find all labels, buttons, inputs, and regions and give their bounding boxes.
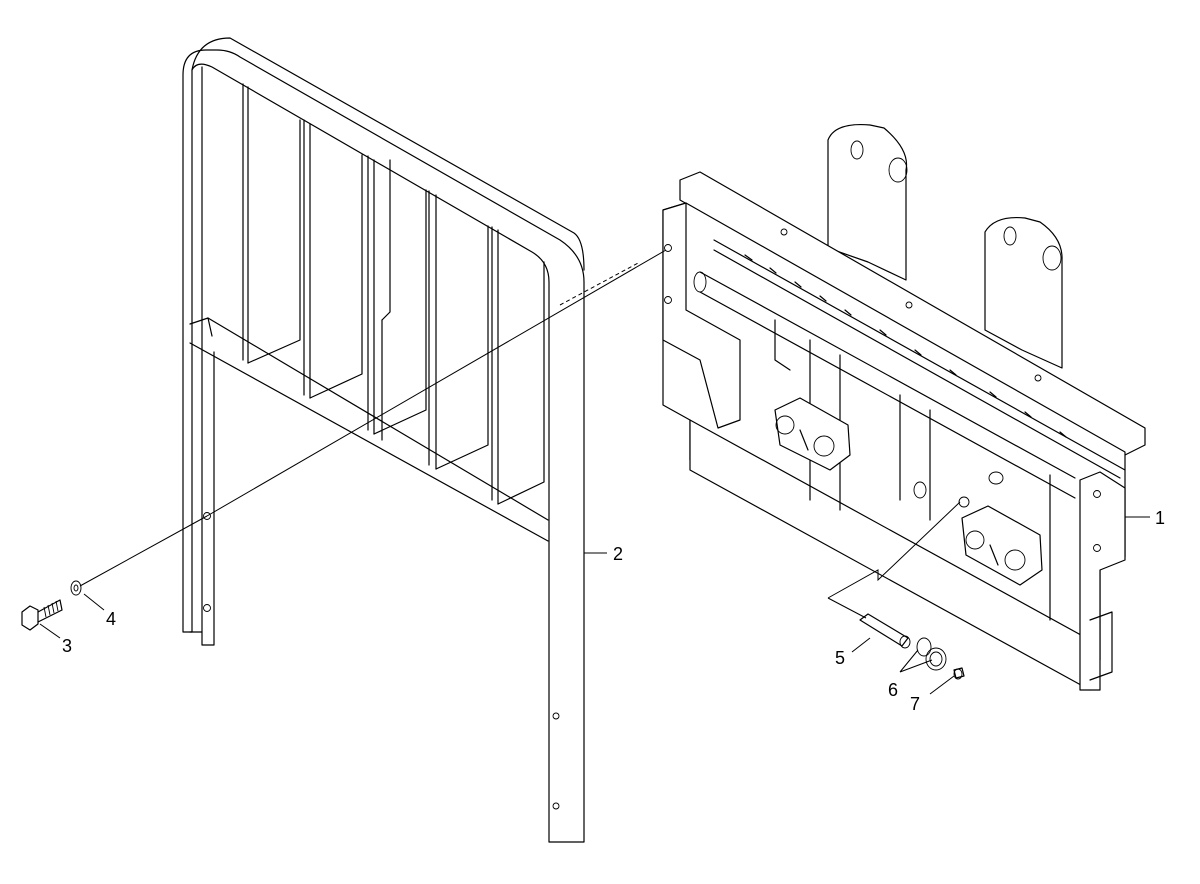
callout-4: 4 [106, 609, 116, 629]
assembly-lines [79, 249, 961, 619]
fork-carriage [662, 123, 1146, 691]
callout-leaders [39, 516, 1150, 695]
bolt-7 [953, 667, 965, 680]
rings-6 [916, 637, 947, 671]
callout-3: 3 [62, 636, 72, 656]
pin-5 [859, 613, 911, 649]
callout-2: 2 [613, 544, 623, 564]
load-backrest [182, 37, 585, 843]
washer-4 [70, 580, 82, 596]
bolt-3 [21, 599, 63, 631]
callout-7: 7 [910, 694, 920, 714]
callout-6: 6 [888, 680, 898, 700]
callout-1: 1 [1155, 508, 1165, 528]
callout-5: 5 [835, 648, 845, 668]
